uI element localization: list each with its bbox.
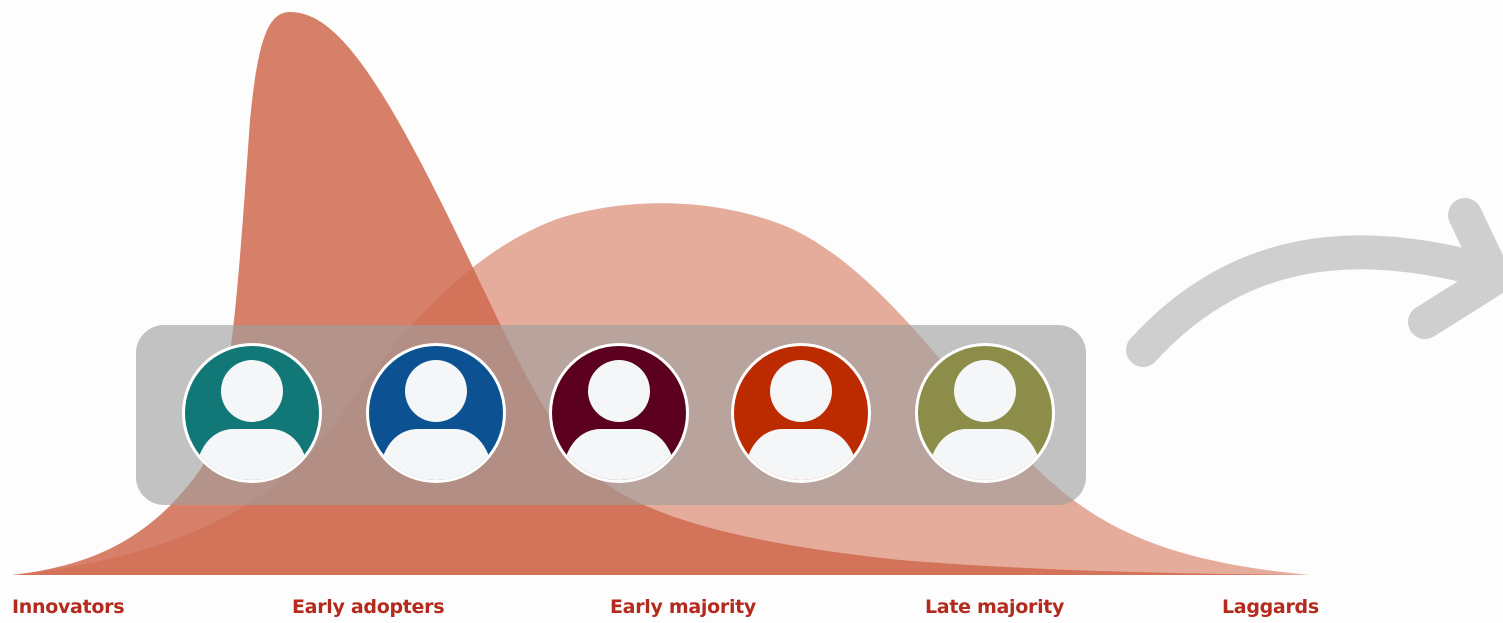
- stage-label-innovators: Innovators: [12, 596, 125, 618]
- avatar-early-majority: [549, 343, 689, 483]
- avatar-innovators: [182, 343, 322, 483]
- curved-arrow-shaft: [1126, 235, 1503, 367]
- stage-label-late-majority: Late majority: [925, 596, 1065, 618]
- avatar-early-adopters: [366, 343, 506, 483]
- avatar-row: [182, 343, 1055, 483]
- user-icon: [378, 360, 494, 480]
- stage-label-early-adopters: Early adopters: [292, 596, 445, 618]
- adoption-stage-labels: Innovators Early adopters Early majority…: [0, 593, 1503, 623]
- curved-arrow-icon: [1126, 198, 1503, 367]
- stage-label-laggards: Laggards: [1222, 596, 1319, 618]
- curved-arrow-head: [1408, 198, 1503, 339]
- user-icon: [927, 360, 1043, 480]
- user-icon: [743, 360, 859, 480]
- stage-label-early-majority: Early majority: [610, 596, 757, 618]
- user-icon: [194, 360, 310, 480]
- user-icon: [561, 360, 677, 480]
- avatar-laggards: [915, 343, 1055, 483]
- avatar-late-majority: [731, 343, 871, 483]
